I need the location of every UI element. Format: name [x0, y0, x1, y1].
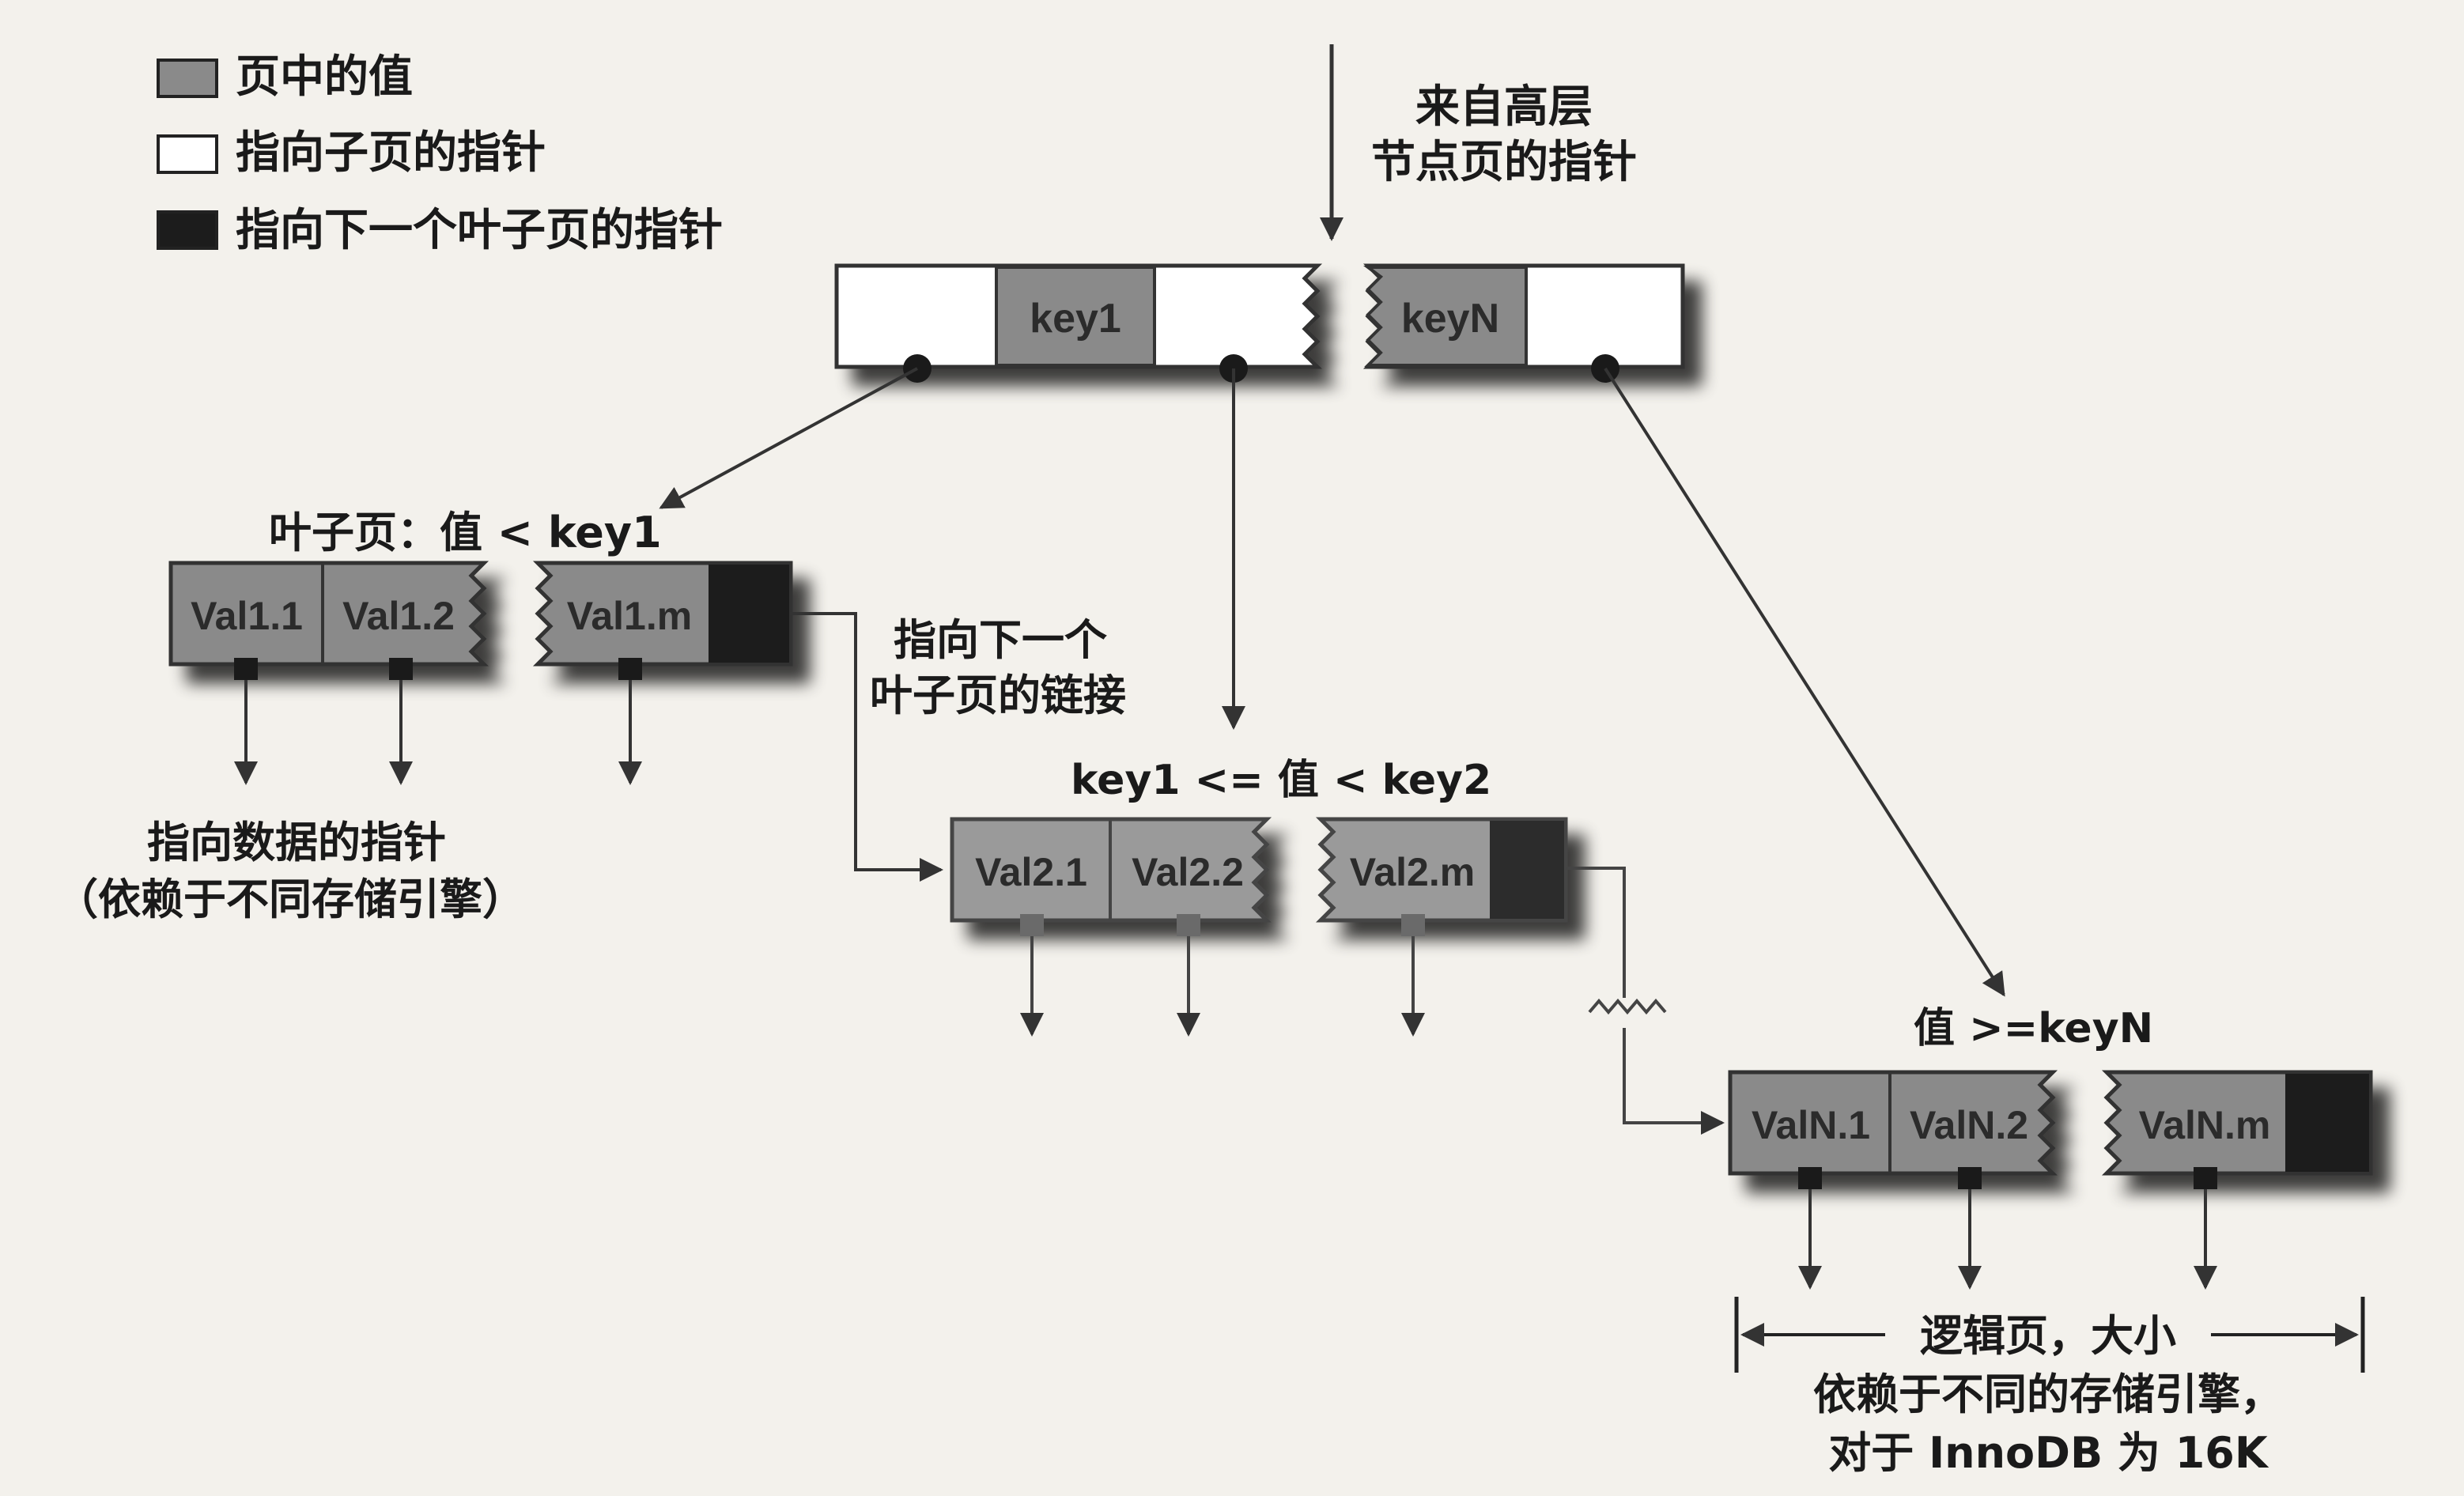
data-pointer-label-1: 指向数据的指针 [147, 818, 446, 867]
leaf1-val-m: Val1.m [567, 594, 692, 638]
leafN-data-ptr-2 [1958, 1167, 1982, 1189]
legend-swatch-next-pointer [157, 210, 218, 250]
legend-label-next-pointer: 指向下一个叶子页的指针 [236, 205, 723, 256]
data-pointer-label-2: （依赖于不同存储引擎） [55, 875, 525, 924]
logical-page-label-2: 依赖于不同的存储引擎， [1813, 1369, 2283, 1419]
leaf1-data-ptr-m [618, 658, 642, 680]
leafN-data-ptr-m [2194, 1167, 2217, 1189]
leafN-val-1: ValN.1 [1752, 1103, 1870, 1147]
leafN-page: ValN.1 ValN.2 ValN.m [1728, 1070, 2373, 1189]
root-to-leaf1-arrow [659, 367, 918, 509]
root-node: key1 keyN [834, 263, 1685, 383]
leaf1-next-pointer-cell [709, 565, 789, 663]
leaf2-data-ptr-2 [1177, 914, 1200, 936]
legend-label-value: 页中的值 [236, 51, 413, 103]
legend-swatch-child-pointer [157, 134, 218, 174]
leaf1-val-2: Val1.2 [342, 594, 455, 638]
leaf1-to-leaf2-link [791, 612, 943, 882]
leaf2-val-1: Val2.1 [975, 850, 1087, 894]
leaf2-to-leafN-link [1566, 867, 1722, 1123]
root-keyN-cell [1363, 266, 1528, 367]
logical-page-dimension [1734, 1297, 2365, 1373]
logical-page-label-3: 对于 InnoDB 为 16K [1828, 1428, 2269, 1478]
leaf2-next-pointer-cell [1490, 821, 1564, 919]
leafN-val-m: ValN.m [2139, 1103, 2271, 1147]
leaf1-caption: 叶子页：值 < key1 [269, 508, 662, 557]
leaf2-val-m: Val2.m [1350, 850, 1475, 894]
root-key1-cell [995, 266, 1156, 367]
leaf1-left-part [168, 561, 489, 667]
top-pointer-label-2: 节点页的指针 [1371, 137, 1637, 188]
leafN-caption: 值 >=keyN [1914, 1005, 2153, 1052]
next-leaf-link-label-2: 叶子页的链接 [870, 671, 1126, 720]
leaf2-caption: key1 <= 值 < key2 [1071, 757, 1491, 804]
leaf1-val-1: Val1.1 [191, 594, 303, 638]
link-break-zigzag [1588, 998, 1667, 1015]
legend: 页中的值 指向子页的指针 指向下一个叶子页的指针 [157, 51, 723, 256]
root-key1-label: key1 [1030, 296, 1121, 342]
leafN-next-pointer-cell [2285, 1074, 2369, 1172]
legend-swatch-value [157, 59, 218, 98]
root-to-leafN-arrow [1604, 367, 2005, 997]
leaf2-page: Val2.1 Val2.2 Val2.m [950, 817, 1568, 936]
leaf1-page: Val1.1 Val1.2 Val1.m [168, 561, 793, 680]
leaf2-data-ptr-m [1401, 914, 1425, 936]
leaf2-data-ptr-1 [1020, 914, 1044, 936]
root-keyN-label: keyN [1401, 296, 1499, 342]
legend-label-child-pointer: 指向子页的指针 [236, 127, 546, 179]
logical-page-label-1: 逻辑页，大小 [1920, 1311, 2176, 1361]
leaf1-data-ptr-2 [389, 658, 413, 680]
leaf2-val-2: Val2.2 [1132, 850, 1244, 894]
leaf1-data-ptr-1 [234, 658, 258, 680]
top-pointer-label-1: 来自高层 [1415, 81, 1593, 133]
next-leaf-link-label-1: 指向下一个 [894, 615, 1107, 665]
leafN-data-ptr-1 [1798, 1167, 1822, 1189]
leafN-val-2: ValN.2 [1910, 1103, 2028, 1147]
